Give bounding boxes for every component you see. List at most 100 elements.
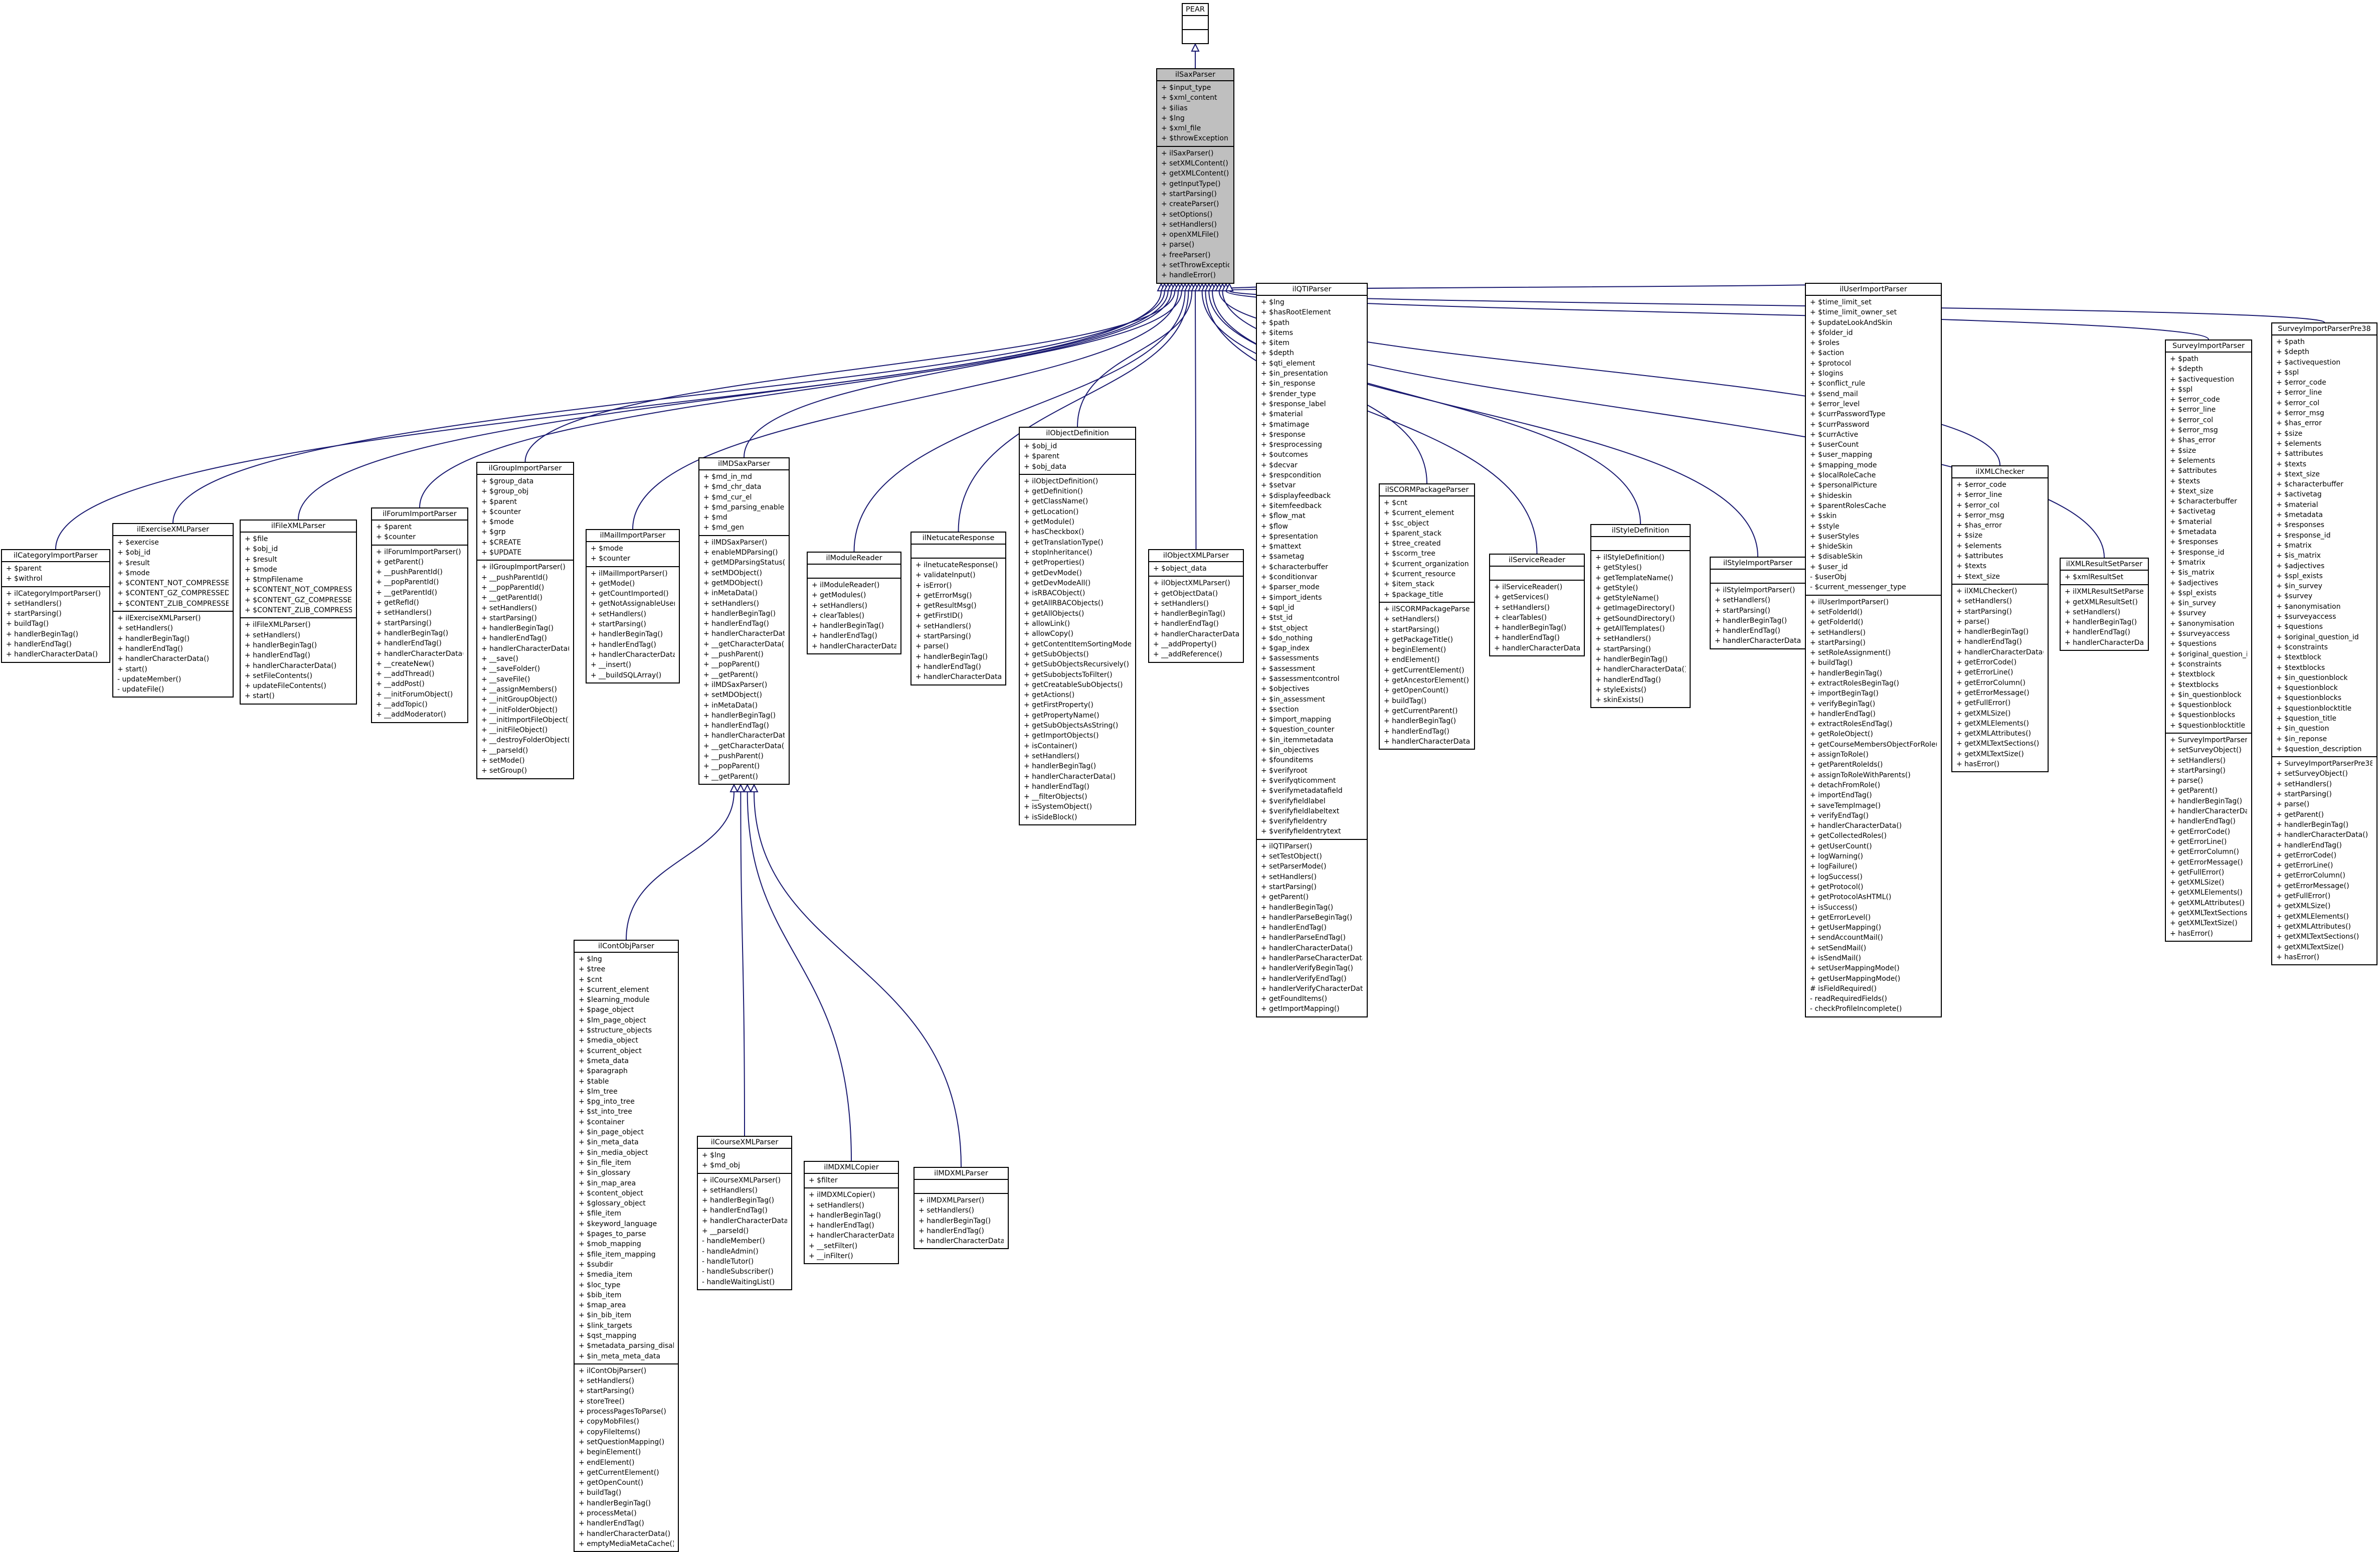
class-box-netucate[interactable]: ilNetucateResponse+ ilnetucateResponse()…	[910, 532, 1006, 685]
class-box-survey[interactable]: SurveyImportParser+ $path+ $depth+ $acti…	[2165, 339, 2252, 942]
method: + setHandlers()	[1161, 220, 1217, 229]
class-box-contobj[interactable]: ilContObjParser+ $lng+ $tree+ $cnt+ $cur…	[574, 940, 679, 1552]
attribute: + $mode	[117, 569, 150, 577]
class-box-qti[interactable]: ilQTIParser+ $lng+ $hasRootElement+ $pat…	[1256, 283, 1368, 1017]
method: + handlerEndTag()	[1384, 727, 1449, 736]
attribute: + $grp	[481, 528, 506, 537]
method: + __getParent()	[703, 670, 758, 679]
class-box-styleimport[interactable]: ilStyleImportParser + ilStyleImportParser…	[1710, 557, 1806, 649]
method: + verifyBeginTag()	[1810, 700, 1876, 708]
class-box-mdxml[interactable]: ilMDXMLParser+ ilMDXMLParser()+ setHandl…	[913, 1167, 1009, 1250]
attribute: + $currPasswordType	[1810, 410, 1886, 419]
class-box-module[interactable]: ilModuleReader+ ilModuleReader()+ getMod…	[807, 552, 901, 655]
attribute: + $in_map_area	[579, 1179, 636, 1187]
method: + handlerBeginTag()	[481, 624, 554, 633]
method: + handlerCharacterData()	[916, 673, 1001, 681]
class-box-mdxmlcopier[interactable]: ilMDXMLCopier+ $filter+ ilMDXMLCopier()+…	[804, 1161, 899, 1265]
attribute: + $hideSkin	[1810, 543, 1853, 551]
method: + handlerCharacterData()	[117, 655, 210, 663]
method: + getXMLAttributes()	[1956, 730, 2031, 738]
class-box-objdef[interactable]: ilObjectDefinition+ $obj_id+ $parent+ $o…	[1019, 427, 1136, 825]
method: + __initImportFileObject()	[481, 716, 569, 724]
attribute: + $depth	[1261, 349, 1294, 358]
attribute: + $section	[1261, 705, 1299, 714]
class-box-xmlresult[interactable]: ilXMLResultSetParser+ $xmlResultSet+ ilX…	[2060, 558, 2149, 651]
attribute: + $in_survey	[2170, 599, 2216, 608]
method: + ilContObjParser()	[579, 1366, 647, 1375]
class-box-scorm[interactable]: ilSCORMPackageParser+ $cnt+ $current_ele…	[1379, 483, 1475, 750]
class-methods: + ilContObjParser()+ setHandlers()+ star…	[575, 1364, 678, 1551]
method: + getCurrentElement()	[1384, 666, 1464, 674]
method: + getCourseMembersObjectForRole()	[1810, 740, 1937, 749]
class-box-category[interactable]: ilCategoryImportParser+ $parent+ $withro…	[1, 549, 110, 663]
class-methods	[1183, 30, 1208, 43]
attribute: + $error_code	[1956, 481, 2006, 489]
attribute: + $has_error	[1956, 522, 2002, 530]
attribute: + $displayfeedback	[1261, 491, 1331, 500]
attribute: + $obj_data	[1024, 462, 1066, 471]
attribute: + $xml_content	[1161, 94, 1217, 102]
method: + setHandlers()	[1494, 603, 1550, 612]
method: + logSuccess()	[1810, 873, 1863, 881]
class-box-mdsax[interactable]: ilMDSaxParser+ $md_in_md+ $md_chr_data+ …	[698, 457, 790, 785]
class-box-service[interactable]: ilServiceReader+ ilServiceReader()+ getS…	[1489, 554, 1585, 657]
attribute: + $is_matrix	[2170, 569, 2215, 577]
class-box-pear[interactable]: PEAR	[1182, 3, 1209, 44]
attribute: + $meta_data	[579, 1057, 629, 1065]
method: + handlerBeginTag()	[1494, 624, 1567, 632]
attribute: + $error_level	[1810, 400, 1860, 408]
method: + getUserMappingMode()	[1810, 974, 1901, 983]
method: + copyMobFiles()	[579, 1418, 639, 1426]
class-box-xmlchecker[interactable]: ilXMLChecker+ $error_code+ $error_line+ …	[1951, 465, 2049, 773]
class-box-forum[interactable]: ilForumImportParser+ $parent+ $counter+ …	[371, 507, 468, 723]
class-box-coursexml[interactable]: ilCourseXMLParser+ $lng+ $md_obj+ ilCour…	[697, 1136, 792, 1290]
class-box-mail[interactable]: ilMailImportParser+ $mode+ $counter+ ilM…	[586, 529, 680, 683]
method: + __addReference()	[1153, 650, 1222, 659]
method: - handleTutor()	[702, 1257, 754, 1266]
class-box-userimport[interactable]: ilUserImportParser+ $time_limit_set+ $ti…	[1805, 283, 1942, 1017]
class-box-surveypre38[interactable]: SurveyImportParserPre38+ $path+ $depth+ …	[2271, 322, 2377, 966]
method: + startParsing()	[2276, 790, 2332, 799]
method: + getErrorColumn()	[2276, 872, 2345, 880]
attribute: + $hasRootElement	[1261, 308, 1331, 317]
method: + beginElement()	[579, 1448, 641, 1457]
method: + handlerCharacterData()	[376, 649, 463, 658]
class-box-exercise[interactable]: ilExerciseXMLParser+ $exercise+ $obj_id+…	[112, 523, 234, 698]
class-name: ilForumImportParser	[372, 508, 467, 521]
attribute: + $pages_to_parse	[579, 1230, 646, 1239]
method: + importEndTag()	[1810, 791, 1872, 800]
attribute: + $in_question	[2276, 725, 2329, 733]
class-box-styledef[interactable]: ilStyleDefinition+ ilStyleDefinition()+ …	[1590, 524, 1691, 709]
class-name: ilStyleImportParser	[1711, 558, 1805, 570]
method: + handlerBeginTag()	[1384, 717, 1456, 726]
method: + handlerEndTag()	[1810, 710, 1876, 718]
class-box-objxml[interactable]: ilObjectXMLParser+ $object_data+ ilObjec…	[1148, 549, 1244, 663]
method: + allowCopy()	[1024, 630, 1073, 638]
attribute: + $elements	[2276, 439, 2322, 448]
class-methods: + ilXMLResultSetParser()+ getXMLResultSe…	[2061, 585, 2148, 650]
method: + setHandlers()	[117, 624, 173, 633]
method: + startParsing()	[1161, 190, 1217, 198]
method: + __saveFile()	[481, 675, 530, 683]
class-box-group[interactable]: ilGroupImportParser+ $group_data+ $group…	[476, 462, 574, 779]
method: + handlerEndTag()	[1956, 638, 2022, 646]
attribute: + $exercise	[117, 539, 159, 547]
method: + getDefinition()	[1024, 487, 1083, 496]
attribute: + $lm_tree	[579, 1087, 618, 1096]
method: + setSurveyObject()	[2170, 746, 2242, 755]
class-methods: + ilStyleImportParser()+ setHandlers()+ …	[1711, 584, 1805, 648]
attribute: + $md_gen	[703, 524, 744, 532]
method: + setHandlers()	[919, 1206, 974, 1215]
attribute: + $verifyqticomment	[1261, 776, 1336, 785]
attribute: + $error_col	[2170, 416, 2214, 424]
method: + handlerEndTag()	[703, 620, 769, 628]
attribute: + $verifyfieldlabel	[1261, 797, 1326, 805]
method: + handlerEndTag()	[1153, 620, 1219, 628]
class-box-filexml[interactable]: ilFileXMLParser+ $file+ $obj_id+ $result…	[240, 520, 357, 705]
method: + __addProperty()	[1153, 640, 1217, 649]
attribute: + $mob_mapping	[579, 1240, 641, 1249]
attribute: + $elements	[1956, 542, 2002, 550]
attribute: + $ilias	[1161, 104, 1188, 112]
class-box-root[interactable]: ilSaxParser+ $input_type+ $xml_content+ …	[1156, 68, 1234, 284]
attribute: + $media_item	[579, 1271, 633, 1279]
